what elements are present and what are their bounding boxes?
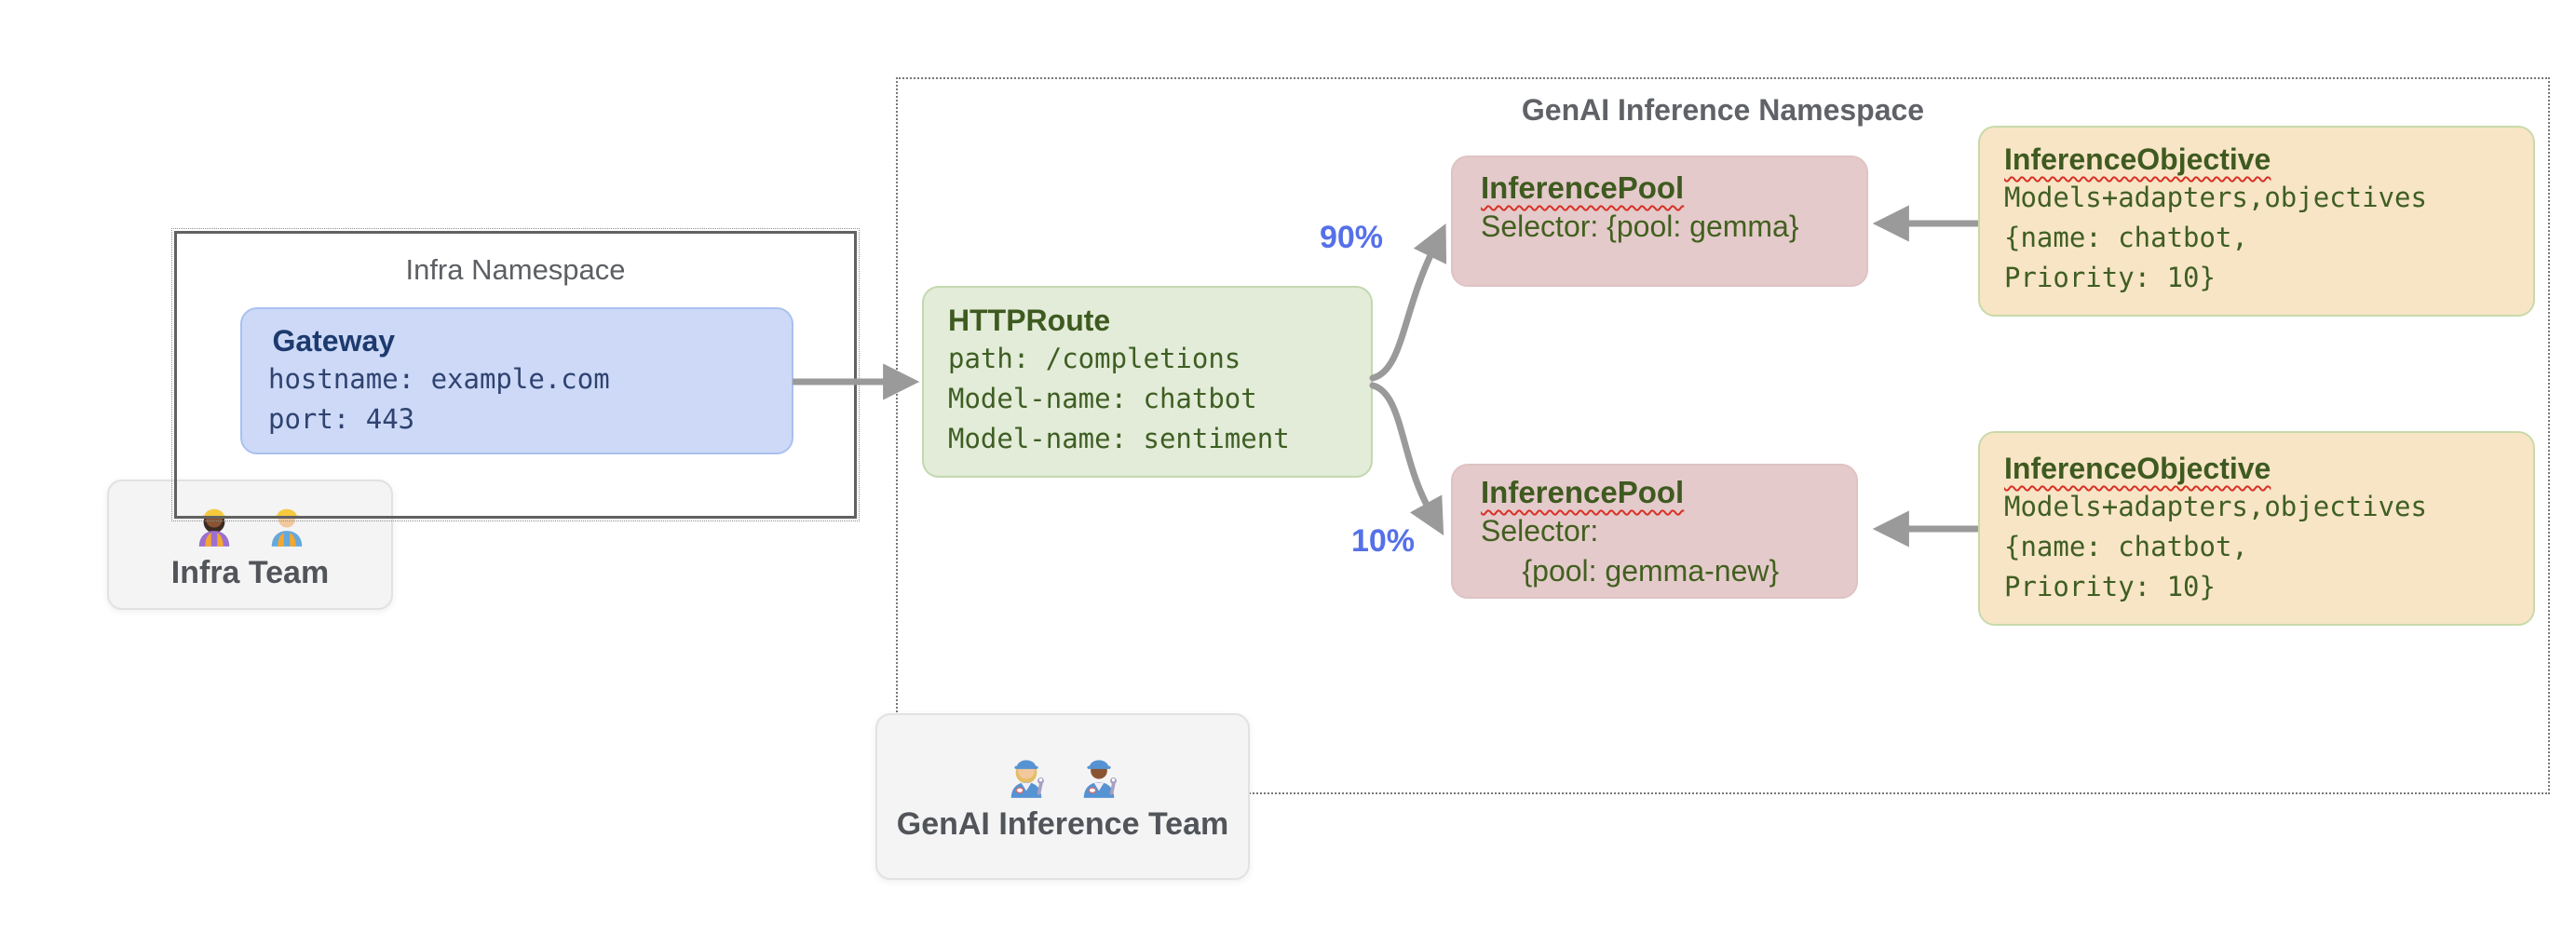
inference-pool-bottom-selector-value: {pool: gemma-new} (1481, 554, 1780, 588)
inference-objective-top-line1: Models+adapters,objectives (2004, 182, 2427, 213)
inference-pool-bottom-box: InferencePool Selector: {pool: gemma-new… (1451, 464, 1858, 599)
inference-objective-bottom-line2: {name: chatbot, (2004, 531, 2248, 562)
gateway-title-text: Gateway (272, 324, 396, 358)
infra-team-label: Infra Team (170, 554, 330, 590)
inference-pool-top-title: InferencePool (1481, 170, 1685, 205)
genai-team-emojis (1002, 750, 1123, 799)
inference-objective-bottom-title: InferenceObjective (2004, 452, 2271, 485)
inference-objective-top-title: InferenceObjective (2004, 142, 2271, 176)
genai-inference-namespace-title: GenAI Inference Namespace (1521, 93, 1925, 127)
gateway-box: Gateway hostname: example.com port: 443 (240, 307, 793, 454)
genai-inference-team-card: GenAI Inference Team (875, 713, 1250, 880)
httproute-model-chatbot: Model-name: chatbot (948, 383, 1257, 414)
httproute-model-sentiment: Model-name: sentiment (948, 423, 1290, 454)
infra-namespace-boundary (171, 228, 860, 521)
infra-team-card: Infra Team (107, 480, 393, 610)
httproute-box: HTTPRoute path: /completions Model-name:… (922, 286, 1373, 478)
route-weight-10: 10% (1350, 523, 1416, 559)
httproute-title: HTTPRoute (948, 304, 1111, 337)
inference-pool-top-box: InferencePool Selector: {pool: gemma} (1451, 156, 1868, 287)
mechanic-woman-emoji (1010, 760, 1044, 798)
gateway-hostname: hostname: example.com (268, 363, 610, 395)
route-weight-90: 90% (1319, 220, 1384, 255)
inference-objective-bottom-line3: Priority: 10} (2004, 571, 2216, 602)
inference-objective-bottom-box: InferenceObjective Models+adapters,objec… (1978, 431, 2535, 626)
inference-pool-bottom-selector: Selector: (1481, 514, 1599, 548)
inference-pool-bottom-title: InferencePool (1481, 475, 1685, 509)
inference-objective-bottom-line1: Models+adapters,objectives (2004, 491, 2427, 522)
genai-team-label: GenAI Inference Team (896, 806, 1229, 842)
genai-inference-namespace-boundary (896, 77, 2550, 794)
infra-namespace-title: Infra Namespace (405, 253, 626, 286)
gateway-port: port: 443 (268, 403, 415, 435)
inference-pool-top-selector: Selector: {pool: gemma} (1481, 210, 1799, 244)
httproute-path: path: /completions (948, 343, 1241, 374)
inference-objective-top-line3: Priority: 10} (2004, 262, 2216, 293)
inference-objective-top-line2: {name: chatbot, (2004, 222, 2248, 253)
inference-objective-top-box: InferenceObjective Models+adapters,objec… (1978, 126, 2535, 317)
mechanic-man-emoji (1083, 760, 1117, 798)
